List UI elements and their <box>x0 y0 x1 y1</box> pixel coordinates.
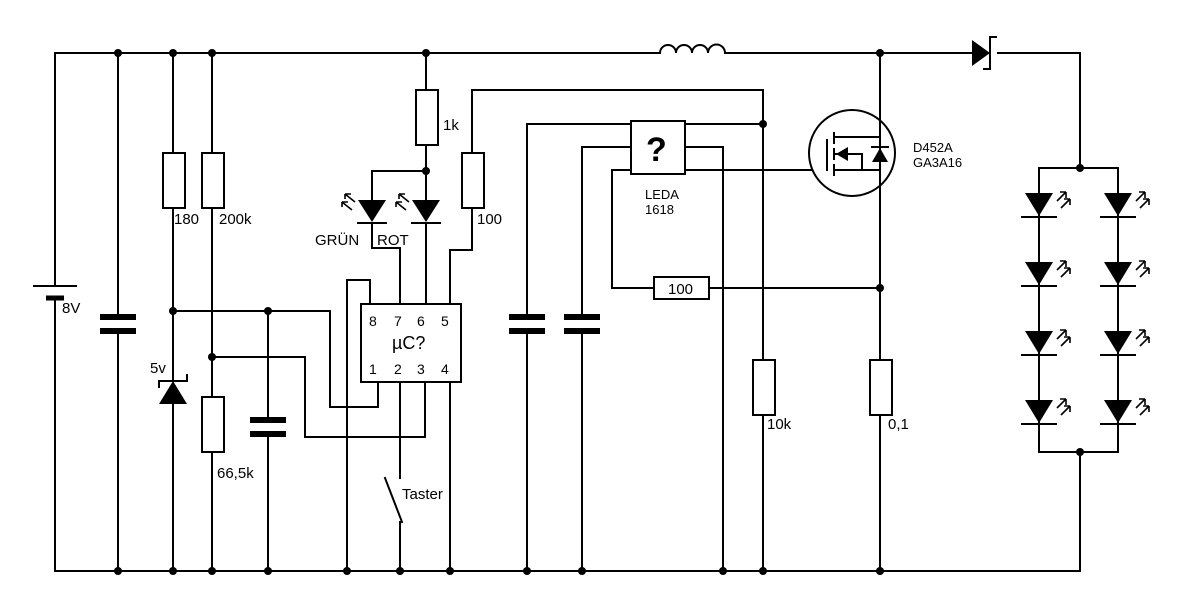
led-array-diode <box>1021 260 1071 287</box>
capacitor-c3 <box>509 123 632 572</box>
led-array-diode <box>1100 191 1150 218</box>
battery-label: 8V <box>62 300 80 317</box>
pin-1-label: 1 <box>369 361 377 377</box>
switch-label: Taster <box>402 486 443 503</box>
microcontroller-label: µC? <box>392 333 425 353</box>
mosfet-label-line2: GA3A16 <box>913 155 962 170</box>
resistor-180-label: 180 <box>174 211 199 228</box>
resistor-180-branch <box>162 52 186 381</box>
junction-dot <box>759 120 767 128</box>
pin-2-label: 2 <box>394 361 402 377</box>
zener-diode <box>158 374 188 572</box>
resistor-shunt-label: 0,1 <box>888 416 909 433</box>
junction-dot <box>422 167 430 175</box>
junction-dot <box>1076 164 1084 172</box>
junction-dot <box>446 567 454 575</box>
junction-dot <box>169 49 177 57</box>
junction-dot <box>264 567 272 575</box>
junction-dot <box>876 284 884 292</box>
resistor-1k-label: 1k <box>443 117 459 134</box>
voltage-divider <box>201 52 225 572</box>
junction-dot <box>264 307 272 315</box>
divider-to-pin3 <box>211 356 426 438</box>
schottky-diode <box>972 36 997 70</box>
junction-dot <box>114 49 122 57</box>
taster-switch <box>383 381 404 572</box>
feedback-left-wire <box>611 169 655 289</box>
resistor-10k <box>752 359 776 572</box>
led-red-label: ROT <box>377 232 409 249</box>
pin-8-label: 8 <box>369 313 377 329</box>
junction-dot <box>719 567 727 575</box>
resistor-100-top-label: 100 <box>477 211 502 228</box>
junction-dot <box>1076 448 1084 456</box>
pin8-ground-wire <box>346 279 371 572</box>
zener-label: 5v <box>150 360 166 377</box>
resistor-shunt <box>869 359 893 572</box>
junction-dot <box>876 49 884 57</box>
pin-7-label: 7 <box>394 313 402 329</box>
junction-dot <box>422 49 430 57</box>
driver-ic: ? <box>630 120 686 175</box>
junction-dot <box>169 307 177 315</box>
mosfet <box>808 109 896 197</box>
junction-dot <box>208 567 216 575</box>
led-array-diodes <box>1021 191 1150 425</box>
microcontroller: 8 7 6 5 µC? 1 2 3 4 <box>360 303 462 383</box>
pin-3-label: 3 <box>417 361 425 377</box>
led-red <box>395 170 441 305</box>
junction-dot <box>523 567 531 575</box>
resistor-100-feedback-label: 100 <box>668 281 693 298</box>
junction-dot <box>169 567 177 575</box>
led-array-diode <box>1021 398 1071 425</box>
capacitor-c4 <box>564 146 632 572</box>
top-rail <box>54 52 1081 169</box>
junction-dot <box>578 567 586 575</box>
resistor-100-top <box>449 89 764 305</box>
driver-ground-wire <box>684 146 724 572</box>
led-array-diode <box>1100 260 1150 287</box>
pin-5-label: 5 <box>441 313 449 329</box>
resistor-10k-label: 10k <box>767 416 792 433</box>
junction-dot <box>876 567 884 575</box>
led-array-diode <box>1021 191 1071 218</box>
junction-dot <box>208 49 216 57</box>
resistor-200k-label: 200k <box>219 211 252 228</box>
led-green <box>341 170 427 305</box>
led-green-label: GRÜN <box>315 231 359 249</box>
junction-dot <box>759 567 767 575</box>
resistor-100-feedback <box>653 276 881 300</box>
driver-ic-number: 1618 <box>645 202 674 217</box>
led-array <box>1038 167 1119 572</box>
led-array-diode <box>1100 329 1150 356</box>
mosfet-label-line1: D452A <box>913 140 953 155</box>
capacitor-c2 <box>172 310 379 572</box>
driver-ic-name: LEDA <box>645 187 679 202</box>
junction-dots <box>114 49 1084 575</box>
driver-ic-symbol: ? <box>646 131 667 169</box>
pin-4-label: 4 <box>441 361 449 377</box>
capacitor-c1 <box>100 52 136 572</box>
inductor <box>658 43 727 55</box>
resistor-1k <box>415 52 439 172</box>
led-array-diode <box>1021 329 1071 356</box>
pin-6-label: 6 <box>417 313 425 329</box>
junction-dot <box>208 353 216 361</box>
junction-dot <box>343 567 351 575</box>
resistor-66k-label: 66,5k <box>217 465 254 482</box>
junction-dot <box>114 567 122 575</box>
led-array-diode <box>1100 398 1150 425</box>
battery <box>33 52 77 572</box>
junction-dot <box>396 567 404 575</box>
